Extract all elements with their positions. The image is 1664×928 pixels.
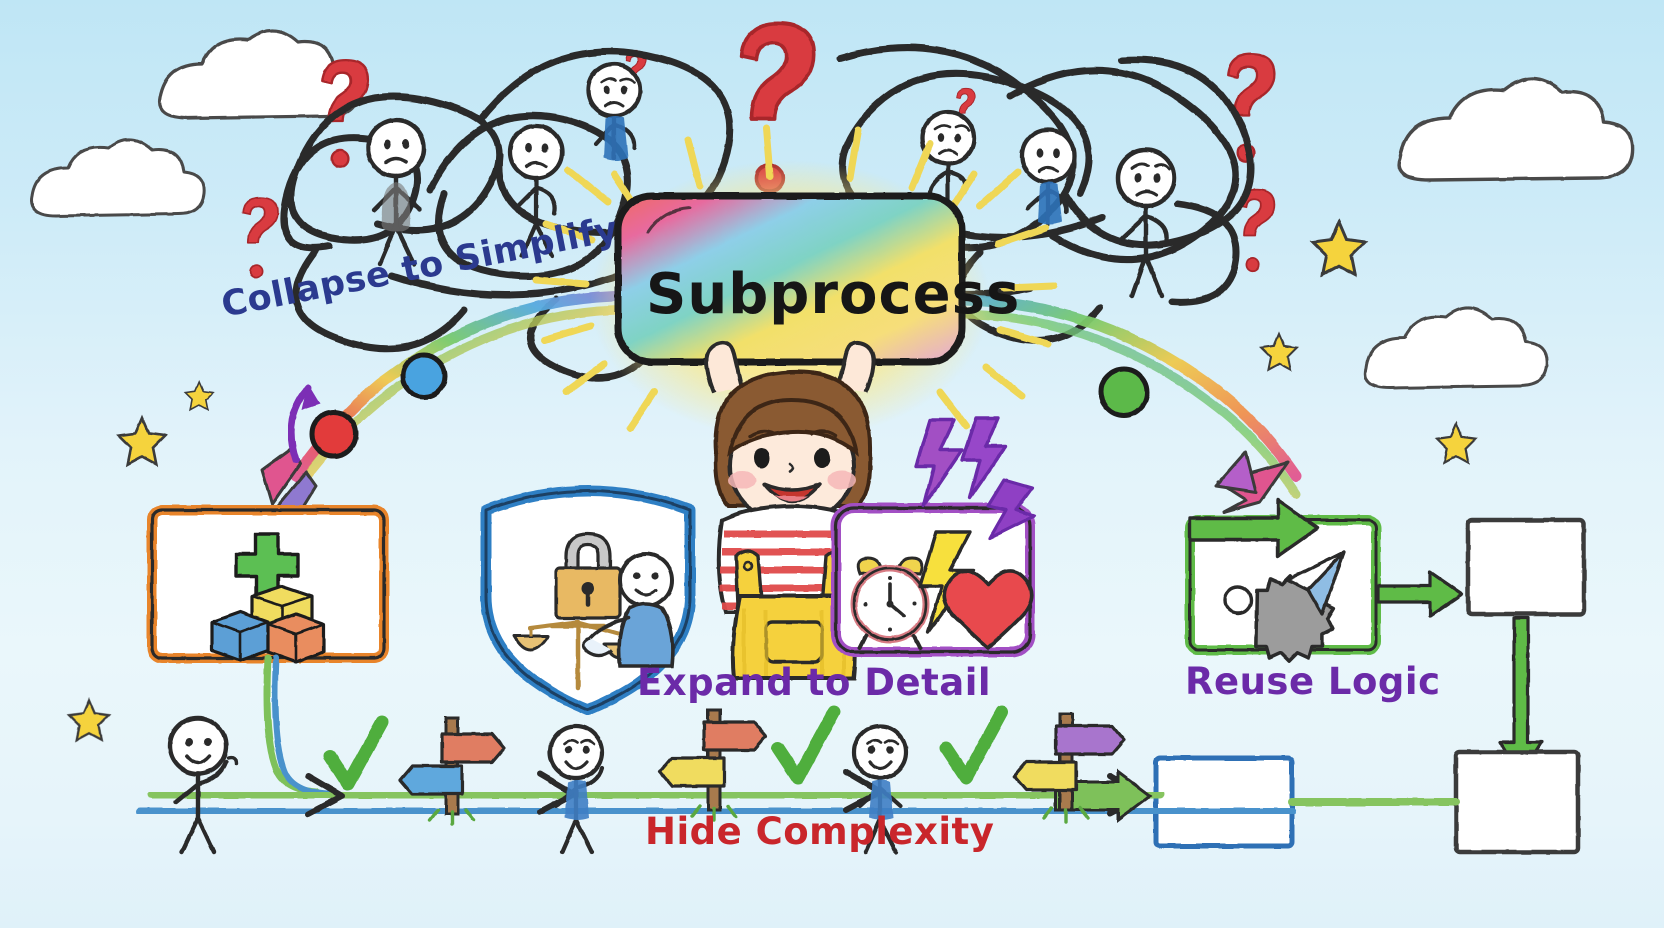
handshake-figure-icon <box>581 552 675 668</box>
label-expand-to-detail: Expand to Detail <box>637 661 992 704</box>
padlock-icon <box>554 532 622 620</box>
signpost-icon <box>398 708 1126 826</box>
green-dot <box>1098 366 1150 418</box>
cloud-icon <box>1363 306 1549 390</box>
cloud-icon <box>1397 76 1634 182</box>
speed-panel[interactable] <box>831 416 1036 657</box>
reuse-panel[interactable] <box>1185 498 1464 663</box>
red-dot <box>309 409 359 459</box>
girl-holding-card <box>704 340 876 680</box>
orange-cube-icon <box>266 612 326 664</box>
trust-shield-badge[interactable] <box>480 485 696 716</box>
add-blocks-panel[interactable] <box>147 505 389 664</box>
panel-connector <box>263 654 331 797</box>
confused-figure <box>365 61 1177 299</box>
paper-plane-icon <box>1286 550 1346 616</box>
cloud-icon <box>30 138 206 218</box>
alarm-clock-icon <box>850 556 930 650</box>
collapse-arrow-icon <box>287 384 320 464</box>
right-rainbow-arc <box>942 294 1302 514</box>
subprocess-card[interactable] <box>614 192 966 366</box>
label-hide-complexity: Hide Complexity <box>645 810 995 853</box>
checkmark-icon <box>323 705 1009 791</box>
blue-dot <box>400 352 448 400</box>
star-icon <box>66 218 1479 743</box>
subprocess-card-label: Subprocess <box>646 262 1021 327</box>
happy-figure <box>167 715 909 855</box>
heart-icon <box>942 569 1034 650</box>
label-reuse-logic: Reuse Logic <box>1185 660 1441 703</box>
flow-box <box>1465 517 1587 617</box>
ground-line <box>136 789 1460 816</box>
purple-lightning-arrow-icon <box>914 416 1036 540</box>
